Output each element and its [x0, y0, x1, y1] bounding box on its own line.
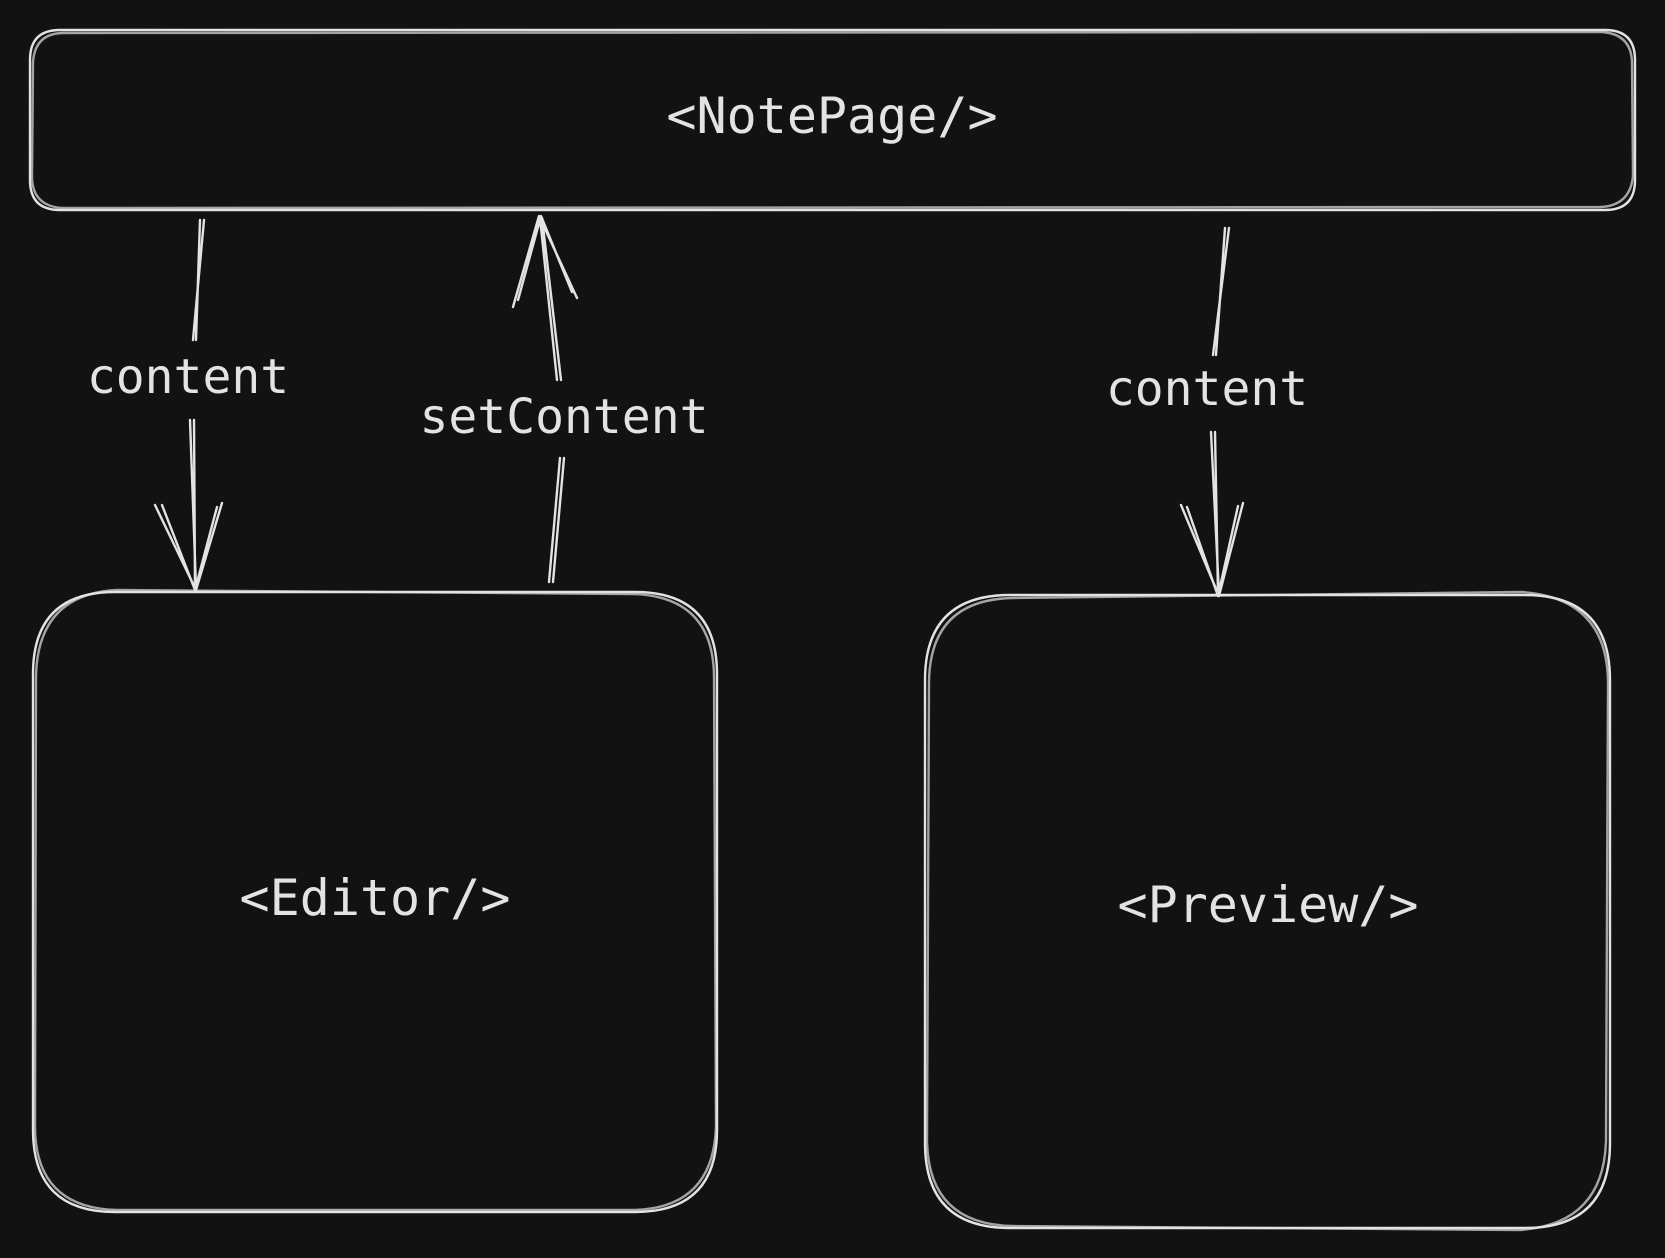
edge-content-to-preview-line-bottom	[1209, 430, 1221, 596]
edge-content-to-editor-label: content	[87, 349, 289, 405]
edge-content-to-editor-line-top	[191, 218, 206, 342]
notepage-box-sketch-line	[30, 30, 1635, 210]
edge-set-content-arrowhead	[511, 214, 579, 309]
edge-content-to-editor: content	[87, 218, 289, 592]
editor-box-sketch-line	[33, 588, 718, 1212]
preview-box	[923, 593, 1612, 1230]
editor-label: <Editor/>	[240, 869, 511, 927]
notepage-node: <NotePage/>	[28, 28, 1637, 212]
edge-content-to-preview: content	[1106, 226, 1308, 598]
edge-content-to-preview-line-top	[1211, 226, 1231, 357]
edge-set-content-line-top	[538, 216, 563, 382]
edge-set-content-line-bottom	[547, 456, 566, 584]
preview-box-sketch-line	[925, 590, 1610, 1232]
preview-label: <Preview/>	[1117, 876, 1418, 934]
edge-set-content-label: setContent	[420, 389, 709, 445]
editor-node: <Editor/>	[31, 588, 719, 1214]
edge-content-to-editor-line-bottom	[188, 418, 198, 590]
edge-content-to-preview-label: content	[1106, 361, 1308, 417]
preview-node: <Preview/>	[923, 590, 1612, 1232]
edge-content-to-preview-arrowhead	[1179, 501, 1245, 598]
notepage-label: <NotePage/>	[666, 87, 997, 145]
notepage-box	[28, 28, 1637, 212]
editor-box	[31, 590, 719, 1214]
edge-set-content: setContent	[420, 214, 709, 584]
edge-content-to-editor-arrowhead	[153, 501, 224, 592]
